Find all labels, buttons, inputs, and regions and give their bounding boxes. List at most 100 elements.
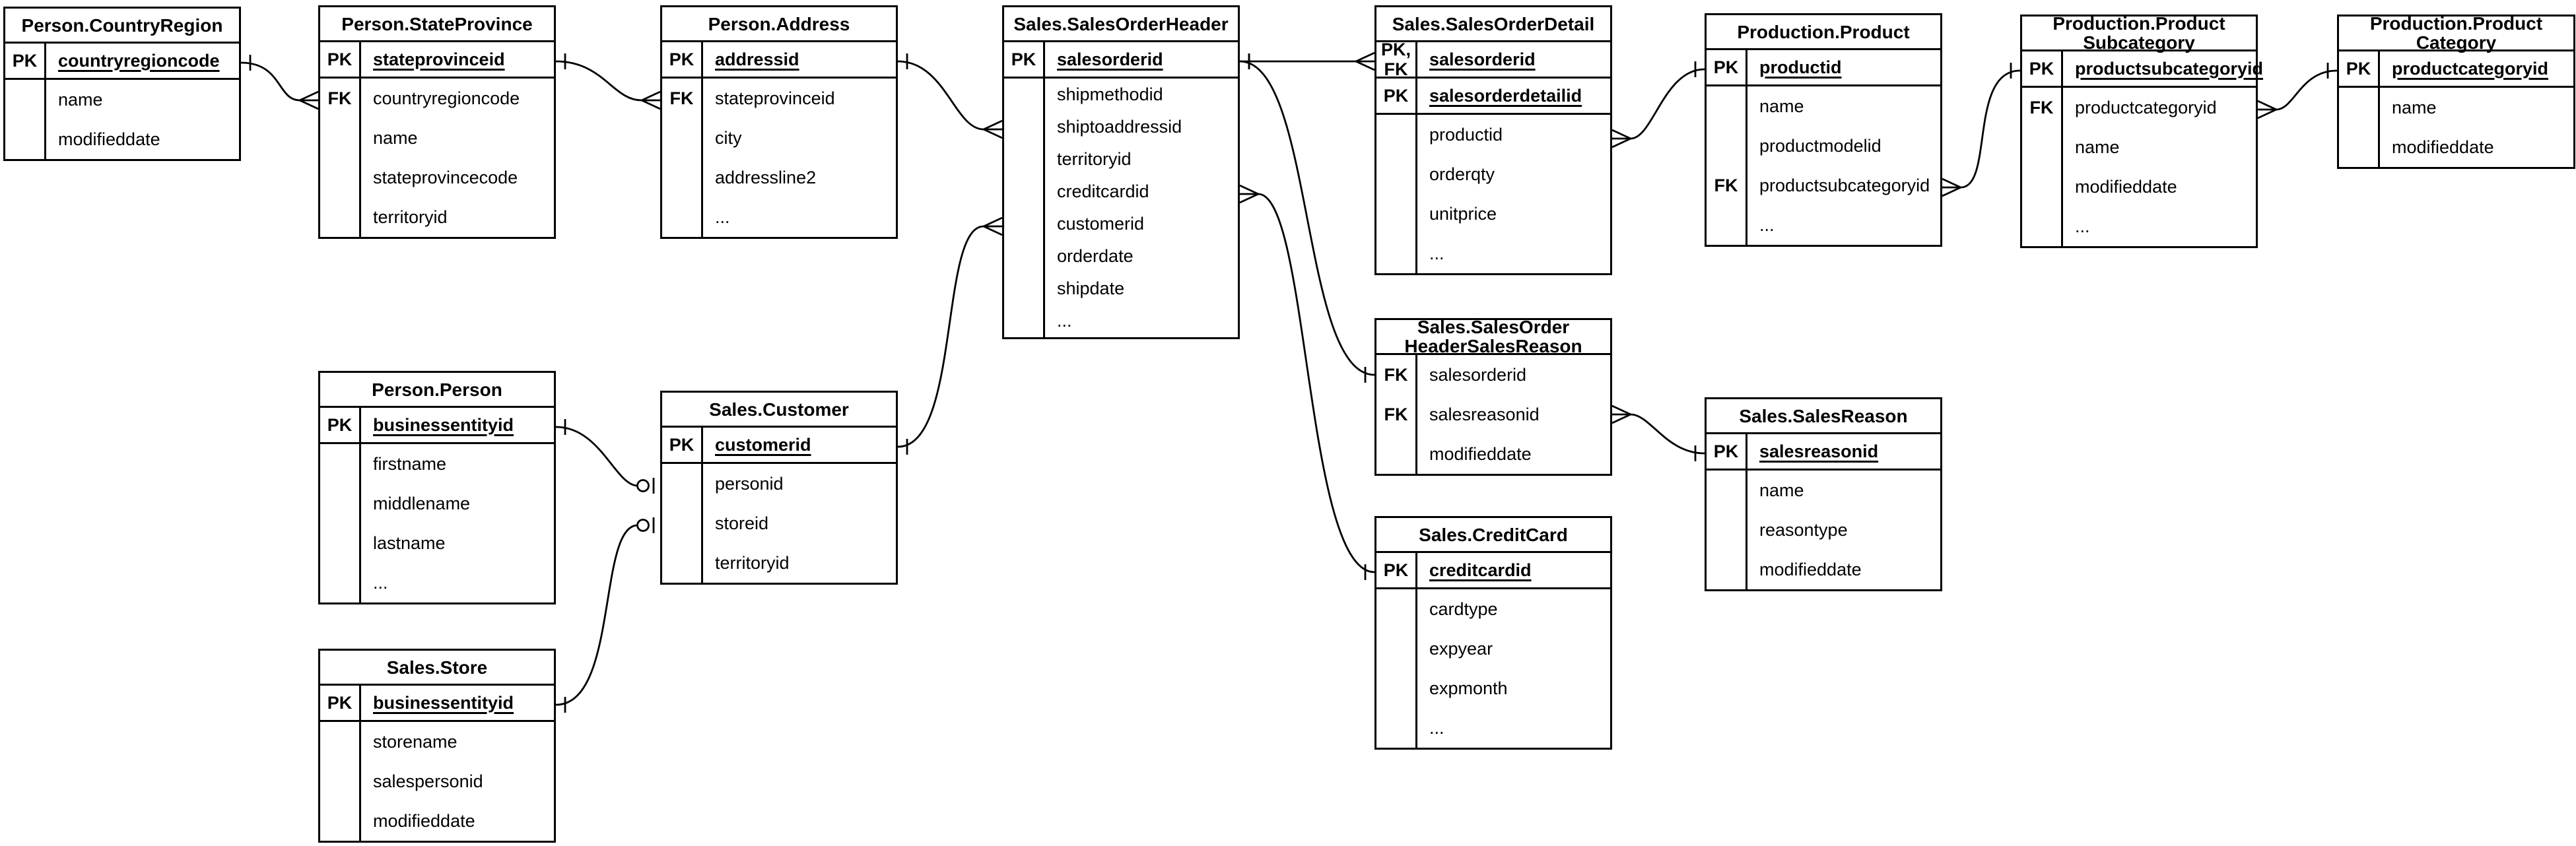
field-name: salesorderid bbox=[1429, 364, 1527, 385]
key-empty-cell bbox=[320, 444, 361, 484]
key-label: FK bbox=[2029, 98, 2054, 117]
entity-title-line: Sales.Store bbox=[386, 657, 488, 678]
field-name: countryregioncode bbox=[373, 88, 520, 108]
key-empty-cell bbox=[1004, 240, 1045, 273]
entity-row: modifieddate bbox=[1707, 550, 1940, 589]
pk-field-name: productcategoryid bbox=[2392, 58, 2549, 79]
key-empty-cell bbox=[1707, 510, 1747, 550]
key-label: PK bbox=[669, 49, 695, 69]
key-empty-cell bbox=[1707, 86, 1747, 126]
key-empty-cell bbox=[320, 563, 361, 602]
crowfoot-many-marker bbox=[983, 119, 1003, 131]
field-name: ... bbox=[715, 207, 730, 227]
entity-row: ... bbox=[2022, 207, 2256, 246]
field-name: customerid bbox=[1057, 214, 1145, 234]
crowfoot-many-marker bbox=[1239, 193, 1259, 204]
relationship-line bbox=[240, 61, 300, 102]
crowfoot-many-marker bbox=[983, 225, 1003, 236]
entity-row: reasontype bbox=[1707, 510, 1940, 550]
field-name: modifieddate bbox=[2075, 176, 2177, 197]
key-label-cell: PK bbox=[320, 42, 361, 77]
key-empty-cell bbox=[1376, 115, 1417, 154]
field-name: productsubcategoryid bbox=[1759, 175, 1930, 195]
key-label-cell: PK bbox=[5, 44, 46, 78]
entity-row: orderqty bbox=[1376, 154, 1610, 194]
field-name: modifieddate bbox=[58, 129, 160, 149]
entity-title-line: Sales.SalesReason bbox=[1739, 405, 1908, 426]
field-name: modifieddate bbox=[1759, 559, 1862, 579]
key-empty-cell bbox=[662, 158, 703, 197]
crowfoot-many-marker bbox=[299, 99, 319, 110]
entity-row: shipdate bbox=[1004, 273, 1238, 305]
entity-row: shiptoaddressid bbox=[1004, 111, 1238, 143]
key-label-cell: PK bbox=[2339, 51, 2380, 86]
pk-field-name: customerid bbox=[715, 434, 811, 455]
pk-field-name: countryregioncode bbox=[58, 50, 220, 71]
field-name: shiptoaddressid bbox=[1057, 117, 1182, 137]
key-label-cell: PK bbox=[2022, 51, 2063, 86]
field-name: productcategoryid bbox=[2075, 97, 2217, 117]
key-label: PK bbox=[1383, 560, 1409, 580]
key-label: PK bbox=[1011, 49, 1036, 69]
crowfoot-many-marker bbox=[1611, 137, 1631, 148]
field-name: shipdate bbox=[1057, 278, 1125, 298]
key-label: PK bbox=[327, 415, 353, 435]
entity-title: Person.Person bbox=[320, 373, 554, 408]
entity-title-line: Sales.SalesOrderHeader bbox=[1013, 13, 1229, 34]
field-name: city bbox=[715, 127, 742, 148]
entity-row: shipmethodid bbox=[1004, 79, 1238, 111]
entity-row: ... bbox=[662, 197, 896, 237]
entity-row: ... bbox=[1376, 708, 1610, 748]
key-label-cell: PK bbox=[662, 428, 703, 462]
key-empty-cell bbox=[662, 197, 703, 237]
entity-row: addressline2 bbox=[662, 158, 896, 197]
entity-row: firstname bbox=[320, 444, 554, 484]
entity-row: lastname bbox=[320, 523, 554, 563]
crowfoot-many-marker bbox=[1355, 60, 1375, 71]
field-name: middlename bbox=[373, 493, 471, 513]
zero-ring-marker bbox=[636, 519, 650, 532]
key-empty-cell bbox=[1707, 205, 1747, 245]
entity-row: storeid bbox=[662, 504, 896, 543]
entity-row: cardtype bbox=[1376, 589, 1610, 629]
field-name: ... bbox=[373, 572, 388, 593]
field-name: productmodelid bbox=[1759, 135, 1881, 156]
relationship-line bbox=[897, 225, 984, 448]
key-label: PK bbox=[12, 51, 38, 71]
entity-title-line: Subcategory bbox=[2083, 32, 2195, 53]
entity-row: modifieddate bbox=[2022, 167, 2256, 207]
relationship-line bbox=[1630, 68, 1705, 140]
key-label: PK bbox=[1713, 57, 1739, 77]
entity-row: name bbox=[2022, 127, 2256, 167]
entity-row: modifieddate bbox=[5, 119, 239, 159]
relationship-line bbox=[555, 426, 638, 487]
entity-title: Sales.SalesReason bbox=[1707, 399, 1940, 434]
key-empty-cell bbox=[1376, 234, 1417, 273]
field-name: orderqty bbox=[1429, 164, 1495, 184]
key-label-cell: PK bbox=[1004, 42, 1045, 77]
key-label: PK bbox=[327, 693, 353, 713]
entity-title: Person.CountryRegion bbox=[5, 9, 239, 44]
entity-row: name bbox=[1707, 86, 1940, 126]
entity-row: unitprice bbox=[1376, 194, 1610, 234]
